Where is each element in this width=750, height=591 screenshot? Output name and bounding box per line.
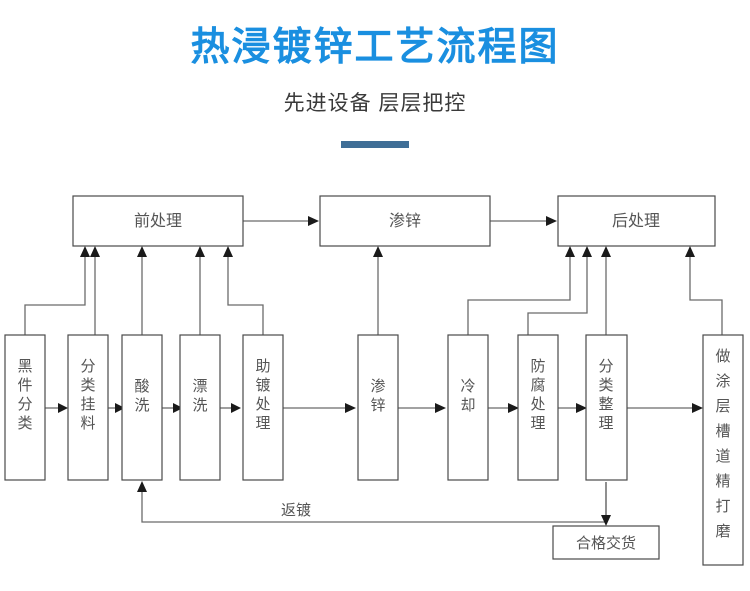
page-subtitle: 先进设备 层层把控	[283, 91, 467, 115]
stage-box-post-rect[interactable]	[557, 195, 716, 247]
step-box-s1[interactable]: 黑件分类	[4, 334, 46, 481]
step-box-s2[interactable]: 分类挂料	[67, 334, 109, 481]
stage-box-pre[interactable]: 前处理	[72, 195, 244, 247]
stage-box-galv-rect[interactable]	[319, 195, 491, 247]
arrowhead-pre-galv	[308, 216, 319, 226]
connector-s5-pre	[227, 257, 264, 335]
step-box-s7-label: 冷却	[460, 378, 475, 414]
stage-box-galv[interactable]: 渗锌	[319, 195, 491, 247]
arrowhead-s8-post	[582, 246, 592, 257]
arrowhead-s4-pre	[195, 246, 205, 257]
arrowhead-s1-pre	[80, 246, 90, 257]
step-box-s8-rect[interactable]	[517, 334, 559, 481]
stage-box-galv-label: 渗锌	[389, 212, 421, 230]
arrowhead-s7-s8	[508, 403, 519, 413]
arrowhead-s6-galv	[373, 246, 383, 257]
post-group-connectors	[467, 246, 723, 335]
step-box-s9-label: 分类整理	[598, 358, 613, 432]
connector-s10-post	[689, 257, 723, 335]
arrowhead-s5-s6	[345, 403, 356, 413]
arrowhead-s3-pre	[137, 246, 147, 257]
stage-box-post-label: 后处理	[612, 212, 660, 230]
flowchart-svg: 返镀 前处理 渗锌 后处理	[4, 195, 744, 566]
arrowhead-s3-s4	[173, 403, 183, 413]
arrowhead-s1-s2	[58, 403, 68, 413]
arrowhead-s5-pre	[223, 246, 233, 257]
galv-group-connectors	[373, 246, 383, 335]
page-title: 热浸镀锌工艺流程图	[190, 26, 560, 69]
connector-s8-post	[527, 257, 588, 335]
step-box-s3-label: 酸洗	[134, 378, 149, 414]
terminal-connector	[601, 482, 611, 526]
chain-connectors	[45, 403, 703, 413]
arrowhead-s2-pre	[90, 246, 100, 257]
step-box-s4-label: 漂洗	[192, 378, 207, 414]
divider-wrap	[0, 117, 750, 153]
top-row-connectors	[243, 216, 557, 226]
step-box-s10-rect[interactable]	[702, 334, 744, 566]
arrowhead-rework-loop	[137, 481, 147, 492]
step-box-s1-label: 黑件分类	[17, 359, 32, 432]
step-box-s2-label: 分类挂料	[80, 358, 95, 432]
stage-box-pre-label: 前处理	[134, 212, 182, 230]
step-box-s2-rect[interactable]	[67, 334, 109, 481]
rework-loop-label: 返镀	[281, 502, 311, 519]
arrowhead-galv-post	[546, 216, 557, 226]
pre-group-connectors	[24, 246, 264, 335]
rework-loop: 返镀	[137, 481, 607, 523]
arrowhead-s8-s9	[576, 403, 587, 413]
connector-s1-pre	[24, 257, 86, 335]
step-box-s6-label: 渗锌	[370, 378, 385, 414]
step-box-s3[interactable]: 酸洗	[121, 334, 163, 481]
step-box-s7[interactable]: 冷却	[447, 334, 489, 481]
stage-box-pre-rect[interactable]	[72, 195, 244, 247]
step-box-s7-rect[interactable]	[447, 334, 489, 481]
step-box-s10[interactable]: 做涂层槽道精打磨	[702, 334, 744, 566]
terminal-box-rect[interactable]	[552, 525, 660, 560]
step-box-s10-label: 做涂层槽道精打磨	[715, 348, 730, 540]
step-box-s4-rect[interactable]	[179, 334, 221, 481]
step-box-s5-rect[interactable]	[242, 334, 284, 481]
step-box-s6[interactable]: 渗锌	[357, 334, 399, 481]
step-box-s8[interactable]: 防腐处理	[517, 334, 559, 481]
step-box-s3-rect[interactable]	[121, 334, 163, 481]
step-box-s5[interactable]: 助镀处理	[242, 334, 284, 481]
page-header: 热浸镀锌工艺流程图 先进设备 层层把控	[0, 0, 750, 153]
step-box-s5-label: 助镀处理	[255, 358, 270, 432]
arrowhead-s2-s3	[115, 403, 125, 413]
terminal-box-label: 合格交货	[576, 534, 636, 552]
step-box-s8-label: 防腐处理	[530, 358, 545, 432]
arrowhead-s6-s7	[435, 403, 446, 413]
connector-rework-loop	[141, 482, 607, 523]
title-divider	[341, 140, 409, 148]
arrowhead-s7-post	[565, 246, 575, 257]
arrowhead-s4-s5	[231, 403, 241, 413]
arrowhead-s9-post	[601, 246, 611, 257]
step-box-s1-rect[interactable]	[4, 334, 46, 481]
arrowhead-s10-post	[685, 246, 695, 257]
step-box-s4[interactable]: 漂洗	[179, 334, 221, 481]
stage-box-post[interactable]: 后处理	[557, 195, 716, 247]
terminal-box[interactable]: 合格交货	[552, 525, 660, 560]
step-box-s9-rect[interactable]	[585, 334, 628, 481]
arrowhead-s9-terminal	[601, 515, 611, 526]
flowchart-canvas: 返镀 前处理 渗锌 后处理	[0, 180, 750, 591]
step-box-s6-rect[interactable]	[357, 334, 399, 481]
arrowhead-s9-s10	[692, 403, 703, 413]
connector-s7-post	[467, 257, 571, 335]
step-box-s9[interactable]: 分类整理	[585, 334, 628, 481]
